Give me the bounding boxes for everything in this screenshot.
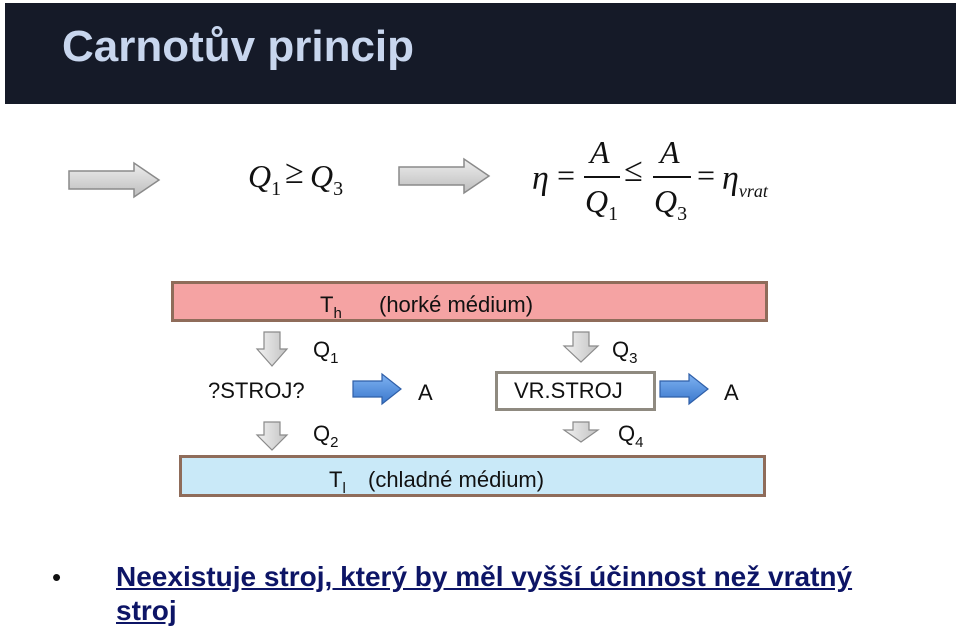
cold-reservoir-label: (chladné médium)	[368, 467, 545, 492]
work-a-right: A	[724, 380, 739, 405]
formula-eta-vrat: ηvrat	[722, 160, 768, 201]
hot-reservoir-label: (horké médium)	[379, 292, 534, 317]
right-arrow-icon	[68, 161, 161, 199]
cold-reservoir	[179, 455, 766, 497]
work-arrow-icon	[659, 372, 709, 406]
formula-eta: η	[532, 160, 549, 197]
formula-a-1: A	[590, 134, 610, 170]
heat-q3-label: Q3	[612, 337, 638, 367]
work-a-left: A	[418, 380, 433, 405]
formula-den-q1: Q1	[585, 183, 619, 225]
down-arrow-icon	[562, 421, 600, 443]
cold-temperature-label: Tl	[329, 467, 346, 497]
down-arrow-icon	[562, 331, 600, 363]
hot-temperature-label: Th	[320, 292, 342, 322]
heat-q4-label: Q4	[618, 421, 644, 451]
work-arrow-icon	[352, 372, 402, 406]
reversible-engine-box	[495, 371, 656, 411]
fraction-bar-2	[653, 176, 691, 178]
formula-q1: Q1	[248, 158, 282, 200]
title-bar	[5, 3, 956, 104]
down-arrow-icon	[255, 421, 289, 451]
right-arrow-icon	[398, 157, 491, 195]
bullet-text: Neexistuje stroj, který by měl vyšší úči…	[116, 561, 853, 626]
slide-title: Carnotův princip	[62, 22, 415, 71]
fraction-bar-1	[584, 176, 620, 178]
formula-equals-2: =	[697, 157, 716, 193]
hot-reservoir	[171, 281, 768, 322]
heat-q1-label: Q1	[313, 337, 339, 367]
formula-equals-1: =	[557, 157, 576, 193]
heat-q2-label: Q2	[313, 421, 339, 451]
formula-geq: ≥	[285, 154, 304, 191]
formula-q3: Q3	[310, 158, 344, 200]
unknown-engine-label: ?STROJ?	[208, 378, 305, 403]
bullet-marker: •	[52, 562, 62, 592]
formula-den-q3: Q3	[654, 183, 688, 225]
reversible-engine-label: VR.STROJ	[514, 378, 623, 403]
formula-leq: ≤	[624, 152, 643, 189]
down-arrow-icon	[255, 331, 289, 367]
formula-a-2: A	[660, 134, 680, 170]
